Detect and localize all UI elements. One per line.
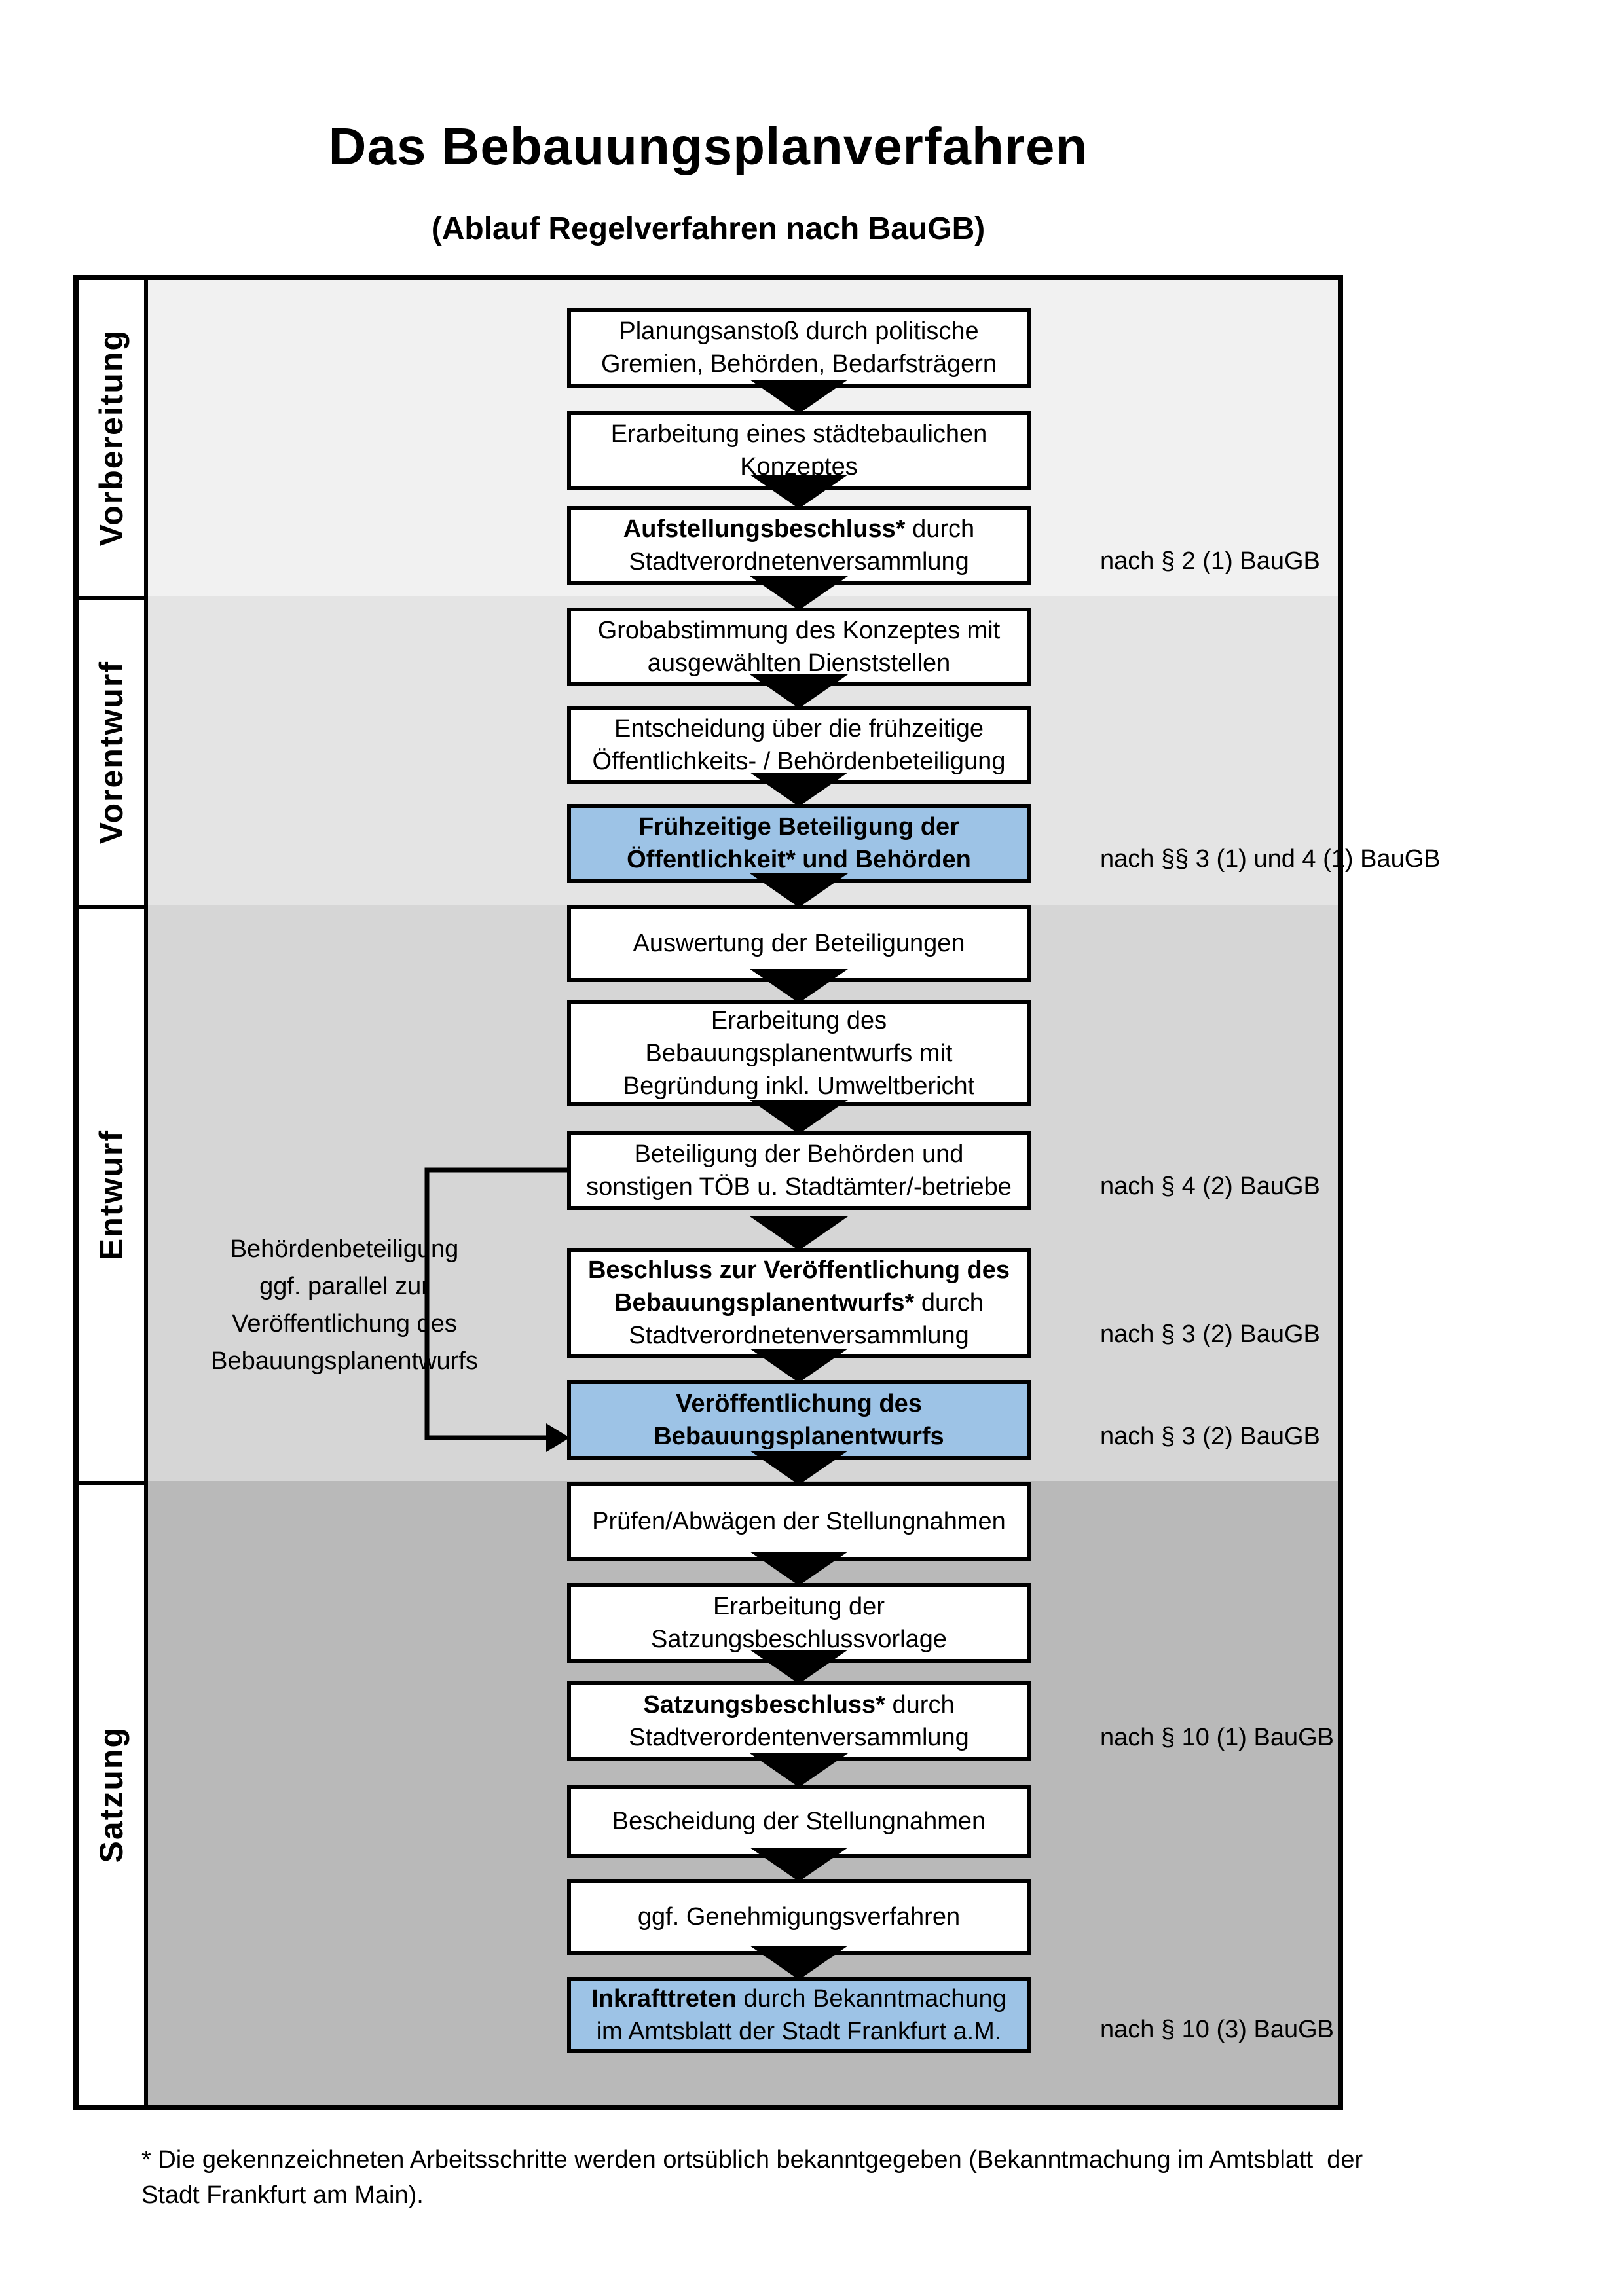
flow-box: Beteiligung der Behörden und sonstigen TÖ… (567, 1131, 1031, 1210)
flow-box-line: Bebauungsplanentwurfs (654, 1423, 944, 1450)
flow-box-line: Erarbeitung des (710, 1007, 887, 1034)
arrow-down-icon (750, 773, 848, 807)
arrow-down-icon (750, 1552, 848, 1586)
flow-box-line: ausgewählten Dienststellen (647, 649, 951, 677)
legal-reference: nach § 3 (2) BauGB (1100, 1423, 1320, 1450)
page-subtitle: (Ablauf Regelverfahren nach BauGB) (431, 211, 986, 246)
arrow-down-icon (750, 969, 848, 1003)
flow-box-line: Satzungsbeschlussvorlage (650, 1626, 948, 1653)
arrow-down-icon (750, 1946, 848, 1980)
flow-box-line: Aufstellungsbeschluss* durch (623, 515, 975, 543)
flow-box-line: Bebauungsplanentwurfs* durch (614, 1289, 984, 1317)
flow-box-line: Beteiligung der Behörden und (634, 1140, 964, 1168)
arrow-down-icon (750, 1349, 848, 1383)
legal-reference: nach § 4 (2) BauGB (1100, 1173, 1320, 1200)
legal-reference: nach §§ 3 (1) und 4 (1) BauGB (1100, 845, 1441, 873)
arrow-down-icon (750, 1848, 848, 1882)
arrow-down-icon (750, 1451, 848, 1485)
arrow-down-icon (750, 1100, 848, 1134)
flow-box-line: Veröffentlichung des (676, 1390, 922, 1417)
flow-box-line: Prüfen/Abwägen der Stellungnahmen (592, 1508, 1006, 1535)
parallel-note: Behördenbeteiligung ggf. parallel zur Ve… (211, 1235, 478, 1375)
arrow-down-icon (750, 1753, 848, 1787)
phase-cell-vorbereitung: Vorbereitung (79, 280, 144, 596)
legal-reference: nach § 10 (1) BauGB (1100, 1724, 1334, 1751)
flow-box-line: Inkrafttreten durch Bekanntmachung (591, 1985, 1006, 2013)
flow-box-line: Öffentlichkeit* und Behörden (627, 846, 971, 873)
flow-box-line: Gremien, Behörden, Bedarfsträgern (600, 350, 997, 378)
flow-box-line: Bescheidung der Stellungnahmen (612, 1808, 986, 1835)
flow-box-line: Grobabstimmung des Konzeptes mit (597, 617, 1001, 644)
legal-reference: nach § 10 (3) BauGB (1100, 2016, 1334, 2043)
flow-box-line: im Amtsblatt der Stadt Frankfurt a.M. (596, 2018, 1002, 2045)
flow-box-line: Stadtverordnetenversammlung (629, 548, 969, 575)
flow-box-line: Erarbeitung eines städtebaulichen (610, 420, 987, 448)
flow-box-line: Auswertung der Beteiligungen (633, 930, 965, 957)
flow-box-line: Erarbeitung der (713, 1593, 885, 1620)
flow-box: ggf. Genehmigungsverfahren (567, 1879, 1031, 1955)
phase-label: Entwurf (93, 1129, 130, 1261)
flow-box-line: Bebauungsplanentwurfs mit (645, 1040, 953, 1067)
flow-box-line: Beschluss zur Veröffentlichung des (587, 1256, 1010, 1284)
flow-box-line: sonstigen TÖB u. Stadtämter/-betriebe (586, 1173, 1012, 1201)
arrow-down-icon (750, 1650, 848, 1684)
page-title: Das Bebauungsplanverfahren (328, 117, 1088, 175)
arrow-down-icon (750, 1216, 848, 1250)
phase-label: Satzung (93, 1726, 130, 1863)
arrow-down-icon (750, 674, 848, 708)
flow-box-line: Planungsanstoß durch politische (619, 318, 979, 345)
arrow-down-icon (750, 576, 848, 610)
flow-box-line: Stadtverordnetenversammlung (629, 1322, 969, 1349)
arrow-down-icon (750, 475, 848, 509)
phase-cell-entwurf: Entwurf (79, 905, 144, 1481)
flow-box-line: ggf. Genehmigungsverfahren (637, 1903, 961, 1931)
legal-reference: nach § 3 (2) BauGB (1100, 1321, 1320, 1348)
flow-box-line: Frühzeitige Beteiligung der (638, 813, 959, 841)
flow-box-line: Stadtverordentenversammlung (629, 1724, 969, 1751)
phase-label: Vorbereitung (93, 329, 130, 547)
arrow-down-icon (750, 873, 848, 907)
footnote: * Die gekennzeichneten Arbeitsschritte w… (141, 2146, 1370, 2209)
diagram-frame (73, 275, 1343, 2110)
flow-box-line: Satzungsbeschluss* durch (643, 1691, 955, 1719)
flow-box-line: Öffentlichkeits- / Behördenbeteiligung (592, 748, 1006, 775)
arrow-down-icon (750, 380, 848, 414)
flow-box: Prüfen/Abwägen der Stellungnahmen (567, 1482, 1031, 1561)
phase-cell-vorentwurf: Vorentwurf (79, 596, 144, 905)
flow-box-highlighted: Inkrafttreten durch Bekanntmachung im Amt… (567, 1977, 1031, 2053)
flow-box-line: Entscheidung über die frühzeitige (614, 715, 984, 742)
legal-reference: nach § 2 (1) BauGB (1100, 547, 1320, 575)
flow-box-line: Begründung inkl. Umweltbericht (623, 1072, 975, 1100)
phase-cell-satzung: Satzung (79, 1481, 144, 2105)
phase-label: Vorentwurf (93, 660, 130, 845)
